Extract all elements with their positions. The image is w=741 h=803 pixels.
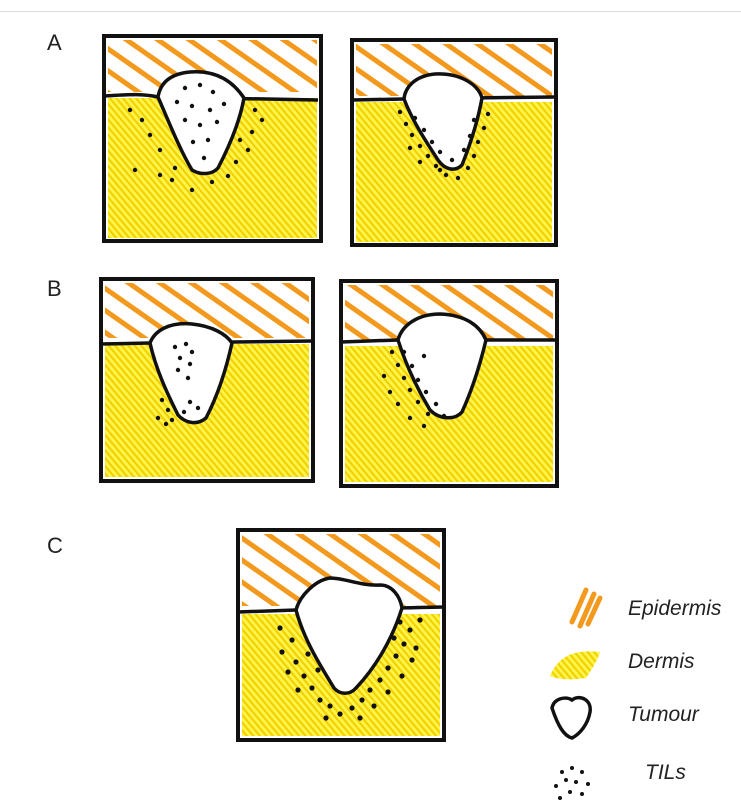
legend-dermis-swatch	[550, 651, 600, 679]
legend-dermis-label: Dermis	[628, 650, 695, 674]
legend-epidermis-swatch	[572, 590, 600, 626]
diagram-a2	[352, 40, 556, 245]
legend-tils-swatch	[554, 766, 590, 800]
diagram-b2	[341, 281, 557, 486]
legend-epidermis-label: Epidermis	[628, 597, 721, 621]
diagram-b1	[101, 279, 313, 481]
diagram-c	[238, 530, 444, 740]
legend-tils-label: TILs	[645, 761, 686, 785]
diagram-a1	[104, 36, 321, 241]
legend-tumour-label: Tumour	[628, 703, 699, 727]
legend-tumour-swatch	[552, 698, 590, 738]
